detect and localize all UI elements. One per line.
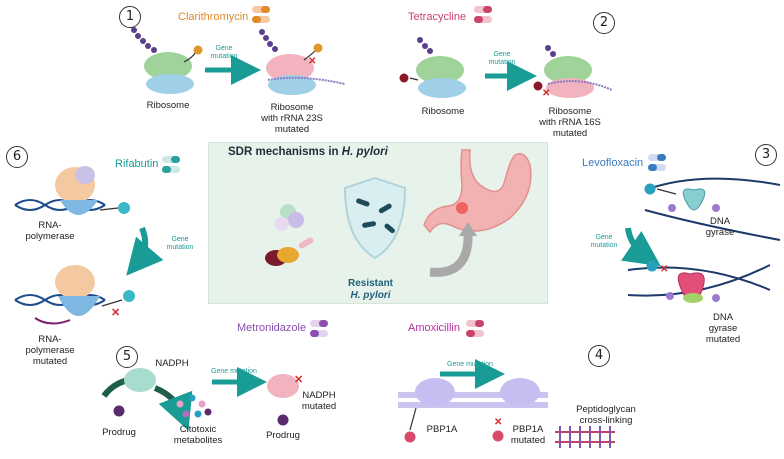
drug-amoxicillin: Amoxicillin bbox=[408, 322, 460, 334]
drug-metronidazole: Metronidazole bbox=[237, 322, 307, 334]
svg-text:✕: ✕ bbox=[660, 264, 668, 275]
drug-levofloxacin: Levofloxacin bbox=[582, 157, 644, 169]
pill-cluster-icon bbox=[265, 204, 314, 266]
capsule-icon-amoxicillin bbox=[466, 320, 484, 337]
step-number-3: 3 bbox=[755, 144, 777, 166]
capsule-icon-levofloxacin bbox=[648, 154, 666, 171]
resistant-label: Resistant H. pylori bbox=[348, 278, 394, 301]
drug-tetracycline: Tetracycline bbox=[408, 11, 467, 23]
rna-polymerase-mutated: ✕ bbox=[14, 265, 135, 325]
capsule-icon-metronidazole bbox=[310, 320, 328, 337]
step-number-5: 5 bbox=[116, 346, 138, 368]
dna-gyrase-wildtype bbox=[644, 177, 781, 241]
label-ribosome-1: Ribosome bbox=[146, 100, 190, 111]
svg-text:✕: ✕ bbox=[494, 417, 502, 428]
nadph-wildtype bbox=[101, 368, 212, 431]
shield-bacteria-icon bbox=[343, 176, 407, 260]
step-number-6: 6 bbox=[6, 146, 28, 168]
drug-clarithromycin: Clarithromycin bbox=[178, 11, 249, 23]
ribosome-wildtype-2 bbox=[399, 37, 466, 98]
drug-rifabutin: Rifabutin bbox=[115, 158, 159, 170]
pbp1a-panel: ✕ bbox=[398, 378, 615, 448]
center-title: SDR mechanisms in H. pylori bbox=[228, 146, 388, 158]
label-rna-polymerase: RNA-polymerase bbox=[25, 220, 75, 242]
step-number-4: 4 bbox=[588, 345, 610, 367]
label-prodrug-1: Prodrug bbox=[102, 427, 136, 438]
ribosome-16s-mutated: ✕ bbox=[533, 45, 613, 99]
label-prodrug-2: Prodrug bbox=[266, 430, 300, 441]
ribosome-23s-mutated: ✕ bbox=[259, 29, 346, 95]
stomach-icon bbox=[423, 149, 532, 234]
svg-text:✕: ✕ bbox=[308, 56, 316, 67]
label-pbp1a: PBP1A bbox=[426, 424, 458, 435]
dna-gyrase-mutated: ✕ bbox=[627, 260, 771, 303]
gene-mutation-label-5: Gene mutation bbox=[211, 368, 257, 375]
ribosome-wildtype-1 bbox=[131, 27, 203, 94]
step-number-1: 1 bbox=[119, 6, 141, 28]
capsule-icon-clarithromycin bbox=[252, 6, 270, 23]
svg-text:✕: ✕ bbox=[542, 88, 550, 99]
label-nadph: NADPH bbox=[155, 358, 189, 369]
capsule-icon-tetracycline bbox=[474, 6, 492, 23]
capsule-icon-rifabutin bbox=[162, 156, 180, 173]
label-ribosome-2: Ribosome bbox=[421, 106, 465, 117]
svg-text:✕: ✕ bbox=[294, 374, 303, 386]
rna-polymerase-wildtype bbox=[14, 166, 130, 215]
svg-text:✕: ✕ bbox=[111, 307, 120, 319]
gene-mutation-label-4: Gene mutation bbox=[447, 361, 493, 368]
curved-arrow-icon bbox=[429, 231, 473, 277]
step-number-2: 2 bbox=[593, 12, 615, 34]
nadph-mutated: ✕ bbox=[267, 374, 303, 426]
